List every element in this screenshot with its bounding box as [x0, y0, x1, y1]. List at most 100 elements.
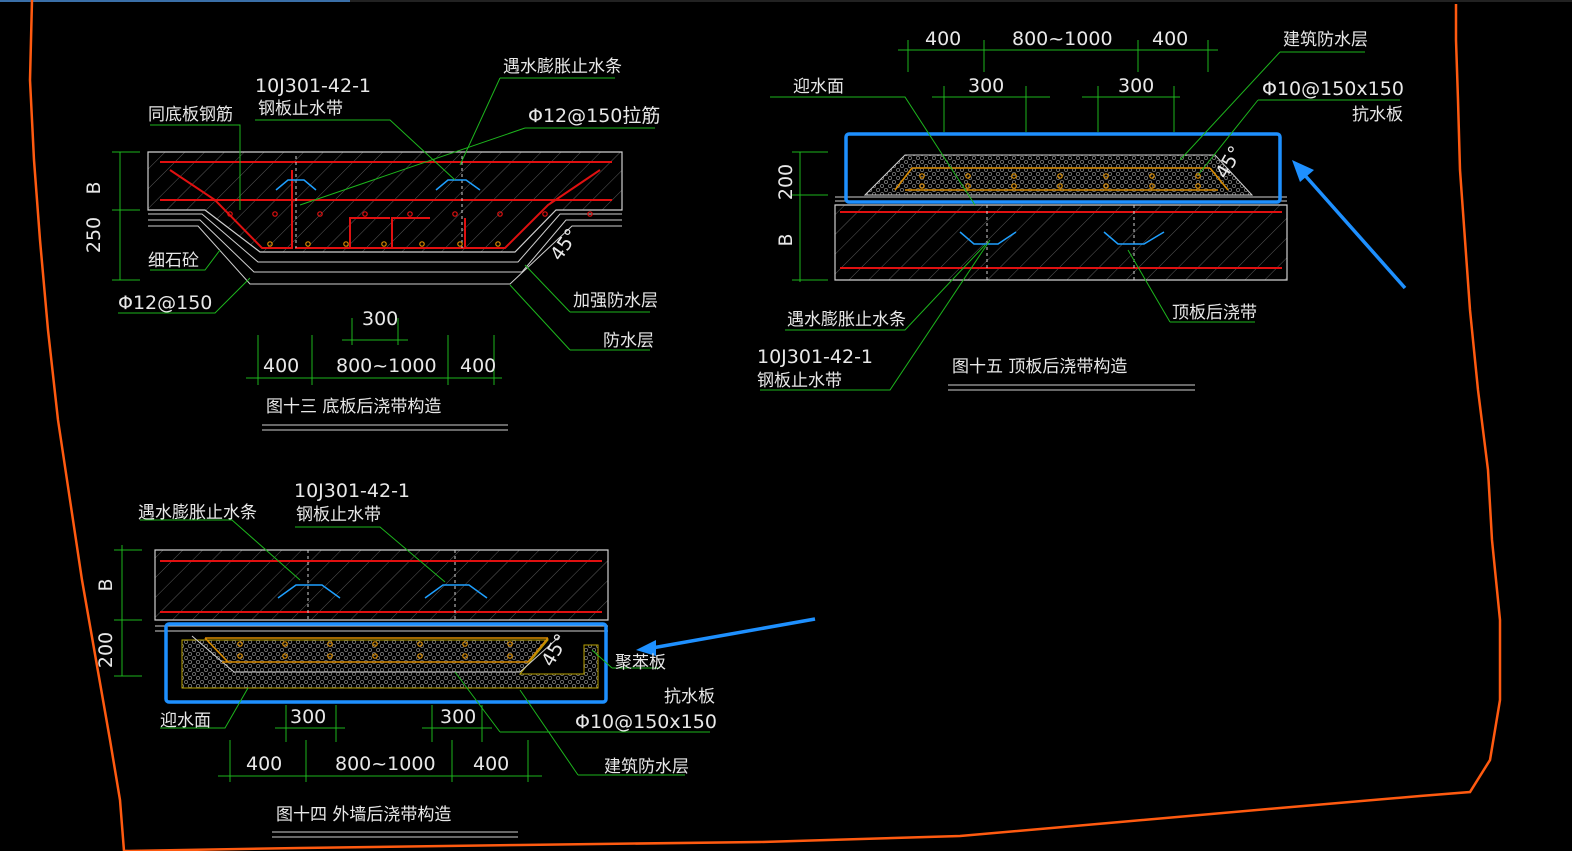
fig14-dim-mid: 800~1000: [335, 753, 436, 775]
fig13-rebar-dot: [407, 211, 413, 217]
fig15-steel-stop: 钢板止水带: [757, 371, 842, 391]
fig15-dim-b: B: [775, 233, 797, 246]
fig13-dim-lines: [112, 151, 502, 385]
fig15-dim-200: 200: [775, 164, 797, 200]
fig13-rebar-dot: [362, 211, 368, 217]
fig13-dim-400a: 400: [263, 355, 299, 377]
fig14-label-anti-water-plate: 抗水板: [664, 687, 715, 707]
fig14-plate-rebar: [204, 637, 549, 663]
fig13-dim-300: 300: [362, 308, 398, 330]
fig13-dim-mid: 800~1000: [336, 355, 437, 377]
fig13-hook-rebars: [349, 217, 466, 248]
fig14-dim-400a: 400: [246, 753, 282, 775]
fig13-label-tie-bar: Φ12@150拉筋: [528, 105, 660, 127]
fig15-plate-rebar-dot: [1057, 173, 1063, 179]
fig14-plate-rebar-dot: [507, 653, 513, 659]
fig14-concrete-wall: [154, 549, 609, 621]
fig13-waterstop-right: [435, 179, 481, 191]
fig13-rebar-dot: [497, 211, 503, 217]
fig15-plate-rebar-dot: [965, 173, 971, 179]
fig14-dim-lines: [114, 545, 542, 782]
fig14-title: 图十四 外墙后浇带构造: [276, 805, 451, 825]
fig15-label-anti-water-plate: 抗水板: [1352, 105, 1403, 125]
fig14-plate-rebar-dot: [417, 653, 423, 659]
fig15-plate-rebar-dot: [1103, 173, 1109, 179]
fig15-plate-rebar-dot: [1103, 183, 1109, 189]
revision-cloud-boundary: [28, 0, 1502, 851]
fig14-plate-rebar-dot: [462, 641, 468, 647]
fig13-concrete-section: [147, 151, 623, 253]
fig15-plate-rebar-dot: [1149, 183, 1155, 189]
fig13-steel-stop: 钢板止水带: [258, 99, 343, 119]
fig15-label-phi10: Φ10@150x150: [1262, 78, 1404, 100]
fig15-plate-rebar-dot: [1011, 183, 1017, 189]
fig14-plate-rebar-dot: [372, 641, 378, 647]
fig13-code-ref: 10J301-42-1: [255, 75, 371, 97]
fig14-waterstop-right: [424, 584, 488, 599]
fig15-label-water-face: 迎水面: [793, 77, 844, 97]
fig13-label-phi12: Φ12@150: [118, 292, 212, 314]
fig13-rebar-dot: [419, 241, 425, 247]
fig15-plate-rebar-dot: [1195, 183, 1201, 189]
fig13-dim-250: 250: [83, 217, 105, 253]
fig13-angle: 45°: [546, 225, 583, 265]
fig15-plate-rebar-dot: [1195, 173, 1201, 179]
fig14-plate-rebar-dot: [462, 653, 468, 659]
fig13-trough-rebar: [169, 169, 601, 249]
fig14-dim-300a: 300: [290, 706, 326, 728]
fig14-code-ref: 10J301-42-1: [294, 480, 410, 502]
fig15-dim-400b: 400: [1152, 28, 1188, 50]
fig15-plate-rebar-dot: [919, 183, 925, 189]
fig13-rebar-dot: [305, 241, 311, 247]
fig13-label-wp-layer: 防水层: [603, 331, 654, 351]
fig15-leaders: [760, 51, 1400, 391]
fig14-dim-200: 200: [95, 632, 117, 668]
fig15-title: 图十五 顶板后浇带构造: [952, 357, 1127, 377]
fig14-dim-b: B: [95, 578, 117, 591]
fig14-waterstop-left: [277, 584, 341, 599]
fig14-steel-stop: 钢板止水带: [296, 505, 381, 525]
fig15-plate-rebar-dot: [965, 183, 971, 189]
fig15-highlight-box: [844, 132, 1282, 204]
fig14-plate-rebar-dot: [237, 653, 243, 659]
fig14-label-arch-wp: 建筑防水层: [604, 757, 689, 777]
fig14-plate-rebar-dot: [282, 653, 288, 659]
fig14-plate-rebar-dot: [282, 641, 288, 647]
fig15-label-swell-stop: 遇水膨胀止水条: [787, 310, 906, 330]
fig14-plate-rebar-dot: [237, 641, 243, 647]
fig13-label-swell-stop: 遇水膨胀止水条: [503, 57, 622, 77]
fig13-rebar-dot: [457, 241, 463, 247]
fig15-waterstop-right: [1103, 231, 1165, 245]
fig13-dim-400b: 400: [460, 355, 496, 377]
fig15-dim-lines: [792, 40, 1218, 282]
fig15-label-arch-wp: 建筑防水层: [1283, 30, 1368, 50]
fig13-rebar-dot: [542, 211, 548, 217]
fig14-label-phi10: Φ10@150x150: [575, 711, 717, 733]
fig13-rebar-dot: [272, 211, 278, 217]
fig13-rebar-dot: [587, 211, 593, 217]
fig14-plate-rebar-dot: [327, 641, 333, 647]
fig14-dim-300b: 300: [440, 706, 476, 728]
fig13-dim-b: B: [83, 181, 105, 194]
fig15-roof-slab-post-pour-band: 400 800~1000 400 建筑防水层 迎水面 300 300 Φ10@1…: [757, 28, 1407, 391]
fig13-title: 图十三 底板后浇带构造: [266, 397, 441, 417]
fig15-waterstop-left: [959, 231, 1017, 245]
fig13-waterstop-left: [275, 179, 317, 191]
fig14-exterior-wall-post-pour-band: 遇水膨胀止水条 10J301-42-1 钢板止水带 B 200 45° 聚苯板 …: [95, 480, 816, 838]
fig13-rebar-dot: [227, 211, 233, 217]
fig13-rebar-dot: [452, 211, 458, 217]
fig14-dim-400b: 400: [473, 753, 509, 775]
fig13-rebar-dot: [495, 241, 501, 247]
fig13-rebar-dot: [267, 241, 273, 247]
fig13-rebar-dot: [317, 211, 323, 217]
fig14-plate-rebar-dot: [417, 641, 423, 647]
fig13-rebar-dot: [343, 241, 349, 247]
fig15-plate-rebar: [894, 167, 1229, 191]
fig13-fine-aggregate-layer: [148, 213, 622, 263]
fig15-code-ref: 10J301-42-1: [757, 346, 873, 368]
fig14-plate-rebar-dot: [372, 653, 378, 659]
fig13-bottom-slab-post-pour-band: B 250 同底板钢筋 10J301-42-1 钢板止水带 遇水膨胀止水条 Φ1…: [83, 57, 660, 431]
fig13-rebar-dot: [381, 241, 387, 247]
fig14-label-water-face: 迎水面: [160, 711, 211, 731]
